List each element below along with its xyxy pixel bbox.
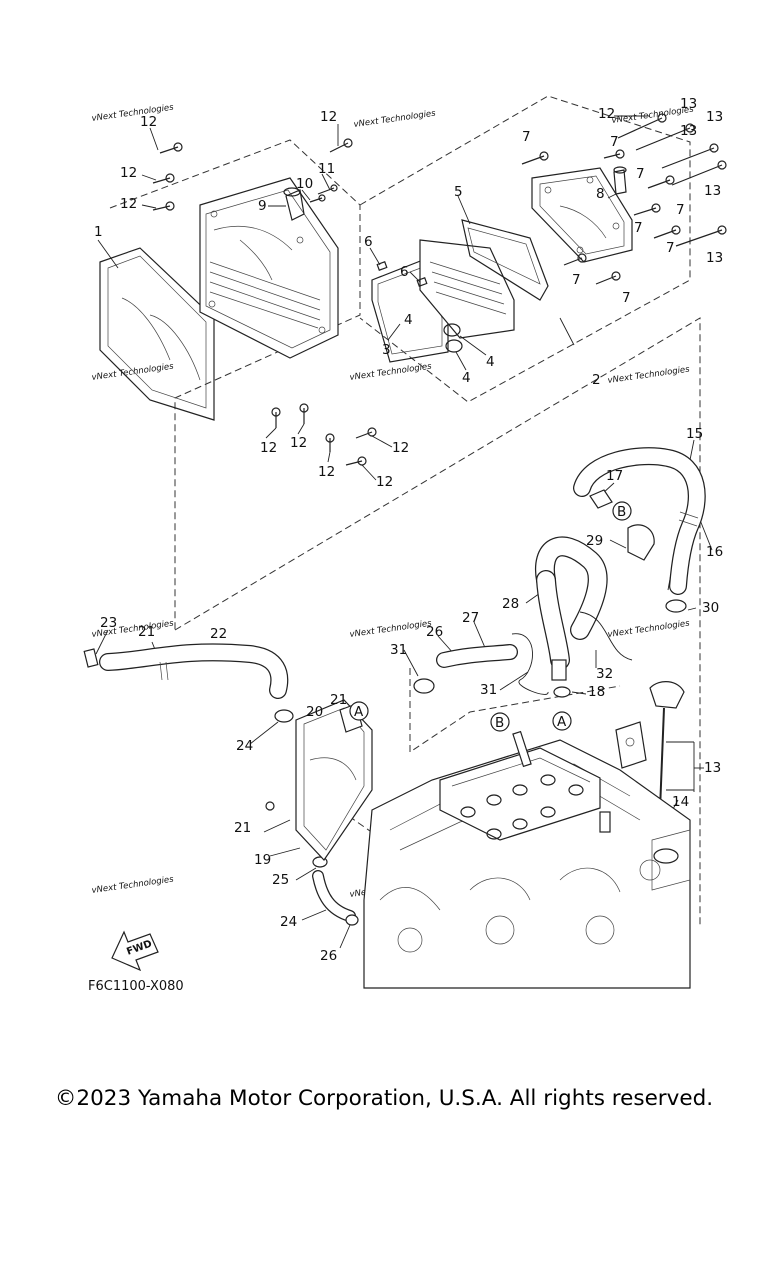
engine-block (363, 721, 691, 989)
callout: 18 (588, 684, 605, 700)
callout: 13 (706, 250, 723, 266)
callout: 14 (672, 794, 689, 810)
callout: 12 (392, 440, 409, 456)
callout: 32 (596, 666, 613, 682)
callout: 29 (586, 533, 603, 549)
callout: 31 (480, 682, 497, 698)
callouts: 1 2 3 4 4 4 5 6 6 7 7 7 7 7 7 7 7 8 9 10… (94, 96, 723, 964)
bolts (152, 113, 727, 466)
callout: 12 (376, 474, 393, 490)
callout: 7 (676, 202, 685, 218)
ref-b-label: B (495, 715, 504, 731)
callout: 7 (522, 129, 531, 145)
callout: 26 (320, 948, 337, 964)
cooler-outline (359, 95, 691, 403)
callout: 4 (486, 354, 495, 370)
watermark: vNext Technologies (91, 361, 175, 382)
callout: 28 (502, 596, 519, 612)
hose-outline (409, 668, 621, 753)
callout: 22 (210, 626, 227, 642)
callout: 21 (138, 624, 155, 640)
callout: 9 (258, 198, 267, 214)
callout: 23 (100, 615, 117, 631)
callout: 24 (236, 738, 253, 754)
callout: 19 (254, 852, 271, 868)
parts-diagram: vNext Technologies vNext Technologies vN… (83, 95, 727, 994)
callout: 12 (140, 114, 157, 130)
callout: 13 (704, 760, 721, 776)
callout: 26 (426, 624, 443, 640)
dipstick (649, 681, 685, 828)
outer-outline (174, 317, 701, 925)
callout: 5 (454, 184, 463, 200)
callout: 20 (306, 704, 323, 720)
callout: 21 (330, 692, 347, 708)
callout: 13 (680, 96, 697, 112)
callout: 12 (120, 196, 137, 212)
callout: 6 (364, 234, 373, 250)
callout: 13 (704, 183, 721, 199)
callout: 13 (680, 123, 697, 139)
breather-box (295, 699, 373, 861)
watermark: vNext Technologies (607, 364, 691, 385)
watermark: vNext Technologies (353, 108, 437, 129)
callout: 4 (462, 370, 471, 386)
callout: 7 (610, 134, 619, 150)
copyright-notice: ©2023 Yamaha Motor Corporation, U.S.A. A… (54, 1086, 714, 1111)
cover-plate (199, 177, 339, 359)
hoses (83, 447, 706, 922)
gasket-part-1 (99, 247, 215, 421)
callout: 31 (390, 642, 407, 658)
cooler-flange (531, 167, 633, 263)
callout: 7 (636, 166, 645, 182)
callout: 12 (290, 435, 307, 451)
clamps (265, 489, 687, 926)
watermark: vNext Technologies (607, 618, 691, 639)
callout: 7 (634, 220, 643, 236)
ref-b-label: B (617, 504, 626, 520)
callout: 2 (592, 372, 601, 388)
callout: 7 (572, 272, 581, 288)
callout: 6 (400, 264, 409, 280)
callout: 7 (622, 290, 631, 306)
callout: 7 (666, 240, 675, 256)
watermark: vNext Technologies (91, 874, 175, 895)
watermark: vNext Technologies (349, 618, 433, 639)
callout: 12 (320, 109, 337, 125)
callout: 17 (606, 468, 623, 484)
reference-markers: B A A B (349, 501, 632, 732)
callout: 12 (318, 464, 335, 480)
callout: 8 (596, 186, 605, 202)
callout: 13 (706, 109, 723, 125)
callout: 1 (94, 224, 103, 240)
ref-a-label: A (557, 714, 567, 730)
callout: 15 (686, 426, 703, 442)
callout: 10 (296, 176, 313, 192)
callout: 12 (598, 106, 615, 122)
ref-a-label: A (354, 704, 364, 720)
callout: 27 (462, 610, 479, 626)
callout: 11 (318, 161, 335, 177)
oil-cooler (371, 219, 549, 363)
fwd-arrow: FWD (111, 930, 159, 972)
callout: 12 (120, 165, 137, 181)
drawing-code: F6C1100-X080 (88, 979, 184, 994)
callout: 12 (260, 440, 277, 456)
callout: 30 (702, 600, 719, 616)
callout: 16 (706, 544, 723, 560)
watermark: vNext Technologies (91, 102, 175, 123)
callout: 4 (404, 312, 413, 328)
callout: 24 (280, 914, 297, 930)
callout: 3 (382, 342, 391, 358)
callout: 21 (234, 820, 251, 836)
cover-outline (109, 139, 361, 630)
callout: 25 (272, 872, 289, 888)
